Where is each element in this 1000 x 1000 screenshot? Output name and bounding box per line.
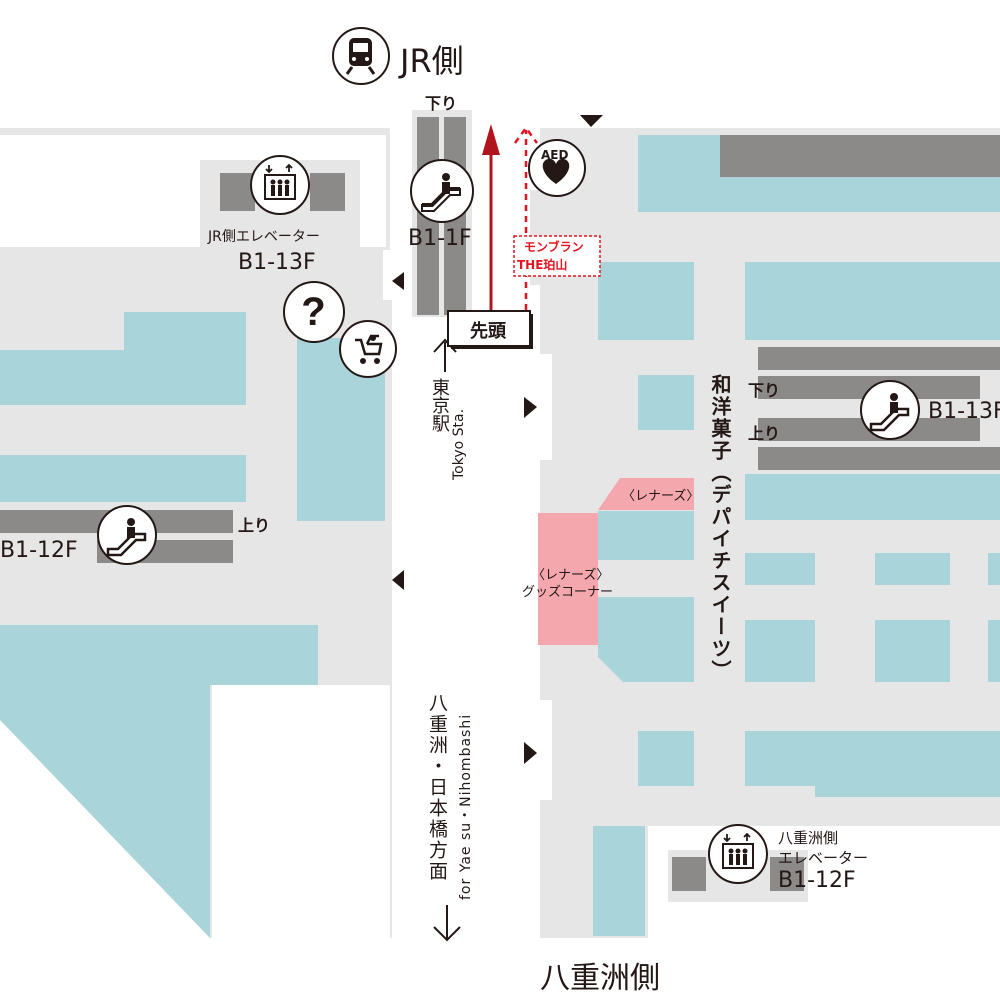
shop-label-line1: モンブラン — [524, 240, 584, 254]
shop-label-line2: THE珀山 — [517, 258, 568, 272]
tokyo-station-jp: 東京駅 — [429, 378, 450, 432]
elevator-icon — [250, 155, 310, 215]
stroller-icon — [339, 320, 397, 378]
left-shops — [0, 312, 385, 938]
tokyo-station-en: Tokyo Sta. — [451, 408, 467, 480]
shop-label-box — [513, 235, 601, 277]
yaesu-side-label: 八重洲側 — [540, 961, 660, 996]
escalator-icon — [97, 505, 157, 565]
jr-elevator-floor: B1-13F — [238, 250, 316, 275]
information-icon: ? — [283, 281, 345, 343]
yaesu-elevator-name-line1: 八重洲側 — [778, 829, 839, 847]
yaesu-nihombashi-jp: 八重洲・日本橋方面 — [426, 693, 448, 882]
elevator-icon — [708, 824, 768, 884]
lenaz-goods-line1: 〈レナーズ〉 — [532, 568, 610, 583]
center-escalator-down-label: 下り — [425, 94, 458, 113]
right-escalator-bars — [672, 135, 1000, 891]
start-box — [447, 310, 533, 349]
yaesu-nihombashi-en: for Yae su・Nihombashi — [458, 713, 474, 900]
left-escalator-up-label: 上り — [238, 516, 271, 535]
section-label: 和洋菓子（デパイチスイーツ） — [708, 374, 732, 682]
jr-elevator-bars — [220, 173, 345, 211]
lenaz-label: 〈レナーズ〉 — [622, 489, 700, 504]
jr-elevator-name: JR側エレベーター — [208, 229, 320, 245]
aed-heart-icon — [528, 139, 586, 197]
lenaz-goods-line2: グッズコーナー — [522, 585, 614, 600]
yaesu-elevator-floor: B1-12F — [778, 868, 856, 893]
right-escalator-up-label: 上り — [748, 424, 781, 443]
arrow-down-icon — [433, 905, 461, 942]
left-escalator-floor: B1-12F — [0, 538, 78, 563]
escalator-icon — [410, 159, 474, 223]
yaesu-elevator-name-line2: エレベーター — [778, 849, 869, 867]
aed-label: AED — [541, 148, 569, 162]
center-escalator-floor: B1-1F — [408, 226, 472, 251]
dashed-route — [513, 125, 539, 310]
train-icon — [332, 27, 390, 85]
direction-triangles — [392, 115, 603, 764]
right-escalator-down-label: 下り — [748, 381, 781, 400]
route-arrow — [482, 124, 500, 316]
start-label: 先頭 — [470, 321, 506, 342]
left-white-bottom — [212, 685, 390, 938]
escalator-icon — [860, 380, 920, 440]
jr-side-label: JR側 — [400, 42, 464, 80]
right-escalator-floor: B1-13F — [928, 399, 1000, 424]
lenaz-areas — [538, 478, 694, 645]
left-corridor — [178, 250, 383, 310]
svg-text:?: ? — [301, 290, 325, 334]
